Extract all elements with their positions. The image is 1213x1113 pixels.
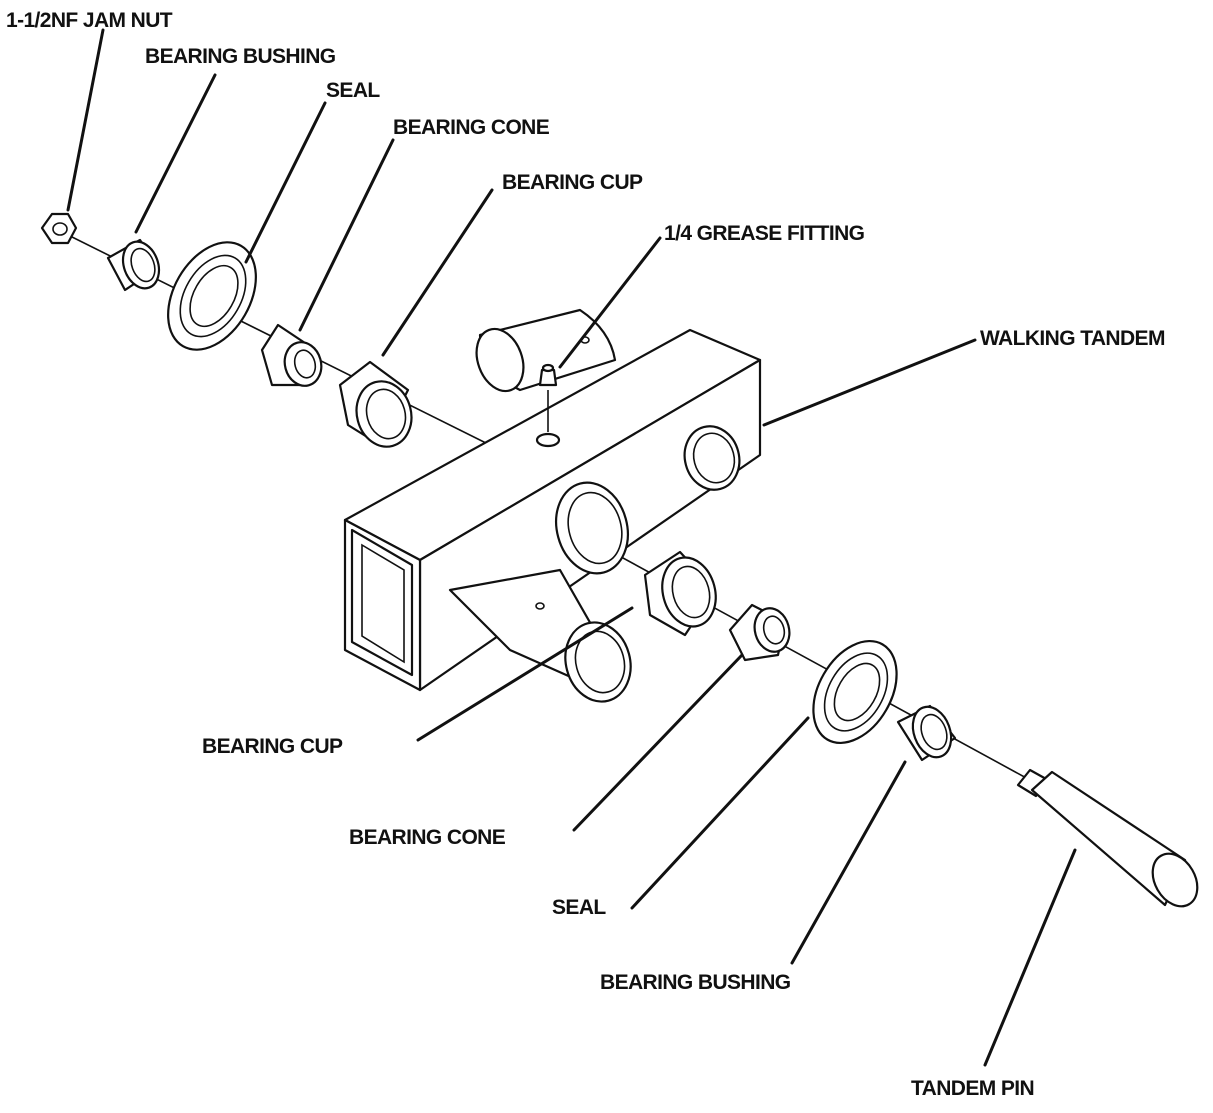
- bearing-cone-upper: [260, 323, 323, 387]
- label-bearing-cone-top: BEARING CONE: [393, 116, 550, 139]
- jam-nut: [40, 212, 78, 245]
- label-bearing-cup-bottom: BEARING CUP: [202, 735, 343, 758]
- label-grease-fitting: 1/4 GREASE FITTING: [664, 222, 865, 245]
- rear-tube: [475, 308, 617, 393]
- bearing-cone-lower: [728, 603, 791, 662]
- bearing-bushing-upper: [106, 238, 161, 292]
- label-seal-top: SEAL: [326, 79, 380, 102]
- label-seal-bottom: SEAL: [552, 896, 606, 919]
- label-bearing-cone-bottom: BEARING CONE: [349, 826, 506, 849]
- label-walking-tandem: WALKING TANDEM: [980, 327, 1165, 350]
- label-bearing-bushing-top: BEARING BUSHING: [145, 45, 336, 68]
- grease-fitting: [538, 363, 558, 432]
- seal-lower: [812, 639, 898, 745]
- front-tube: [448, 568, 632, 703]
- label-bearing-cup-top: BEARING CUP: [502, 171, 643, 194]
- label-bearing-bushing-bottom: BEARING BUSHING: [600, 971, 791, 994]
- seal-upper: [167, 241, 257, 351]
- tandem-pin: [1016, 768, 1199, 908]
- label-tandem-pin: TANDEM PIN: [911, 1077, 1035, 1100]
- bearing-cup-lower: [643, 550, 717, 637]
- bearing-cup-upper: [338, 360, 413, 448]
- bearing-bushing-lower: [896, 704, 957, 762]
- label-jam-nut: 1-1/2NF JAM NUT: [6, 9, 173, 32]
- leader-lines: [66, 28, 1077, 1067]
